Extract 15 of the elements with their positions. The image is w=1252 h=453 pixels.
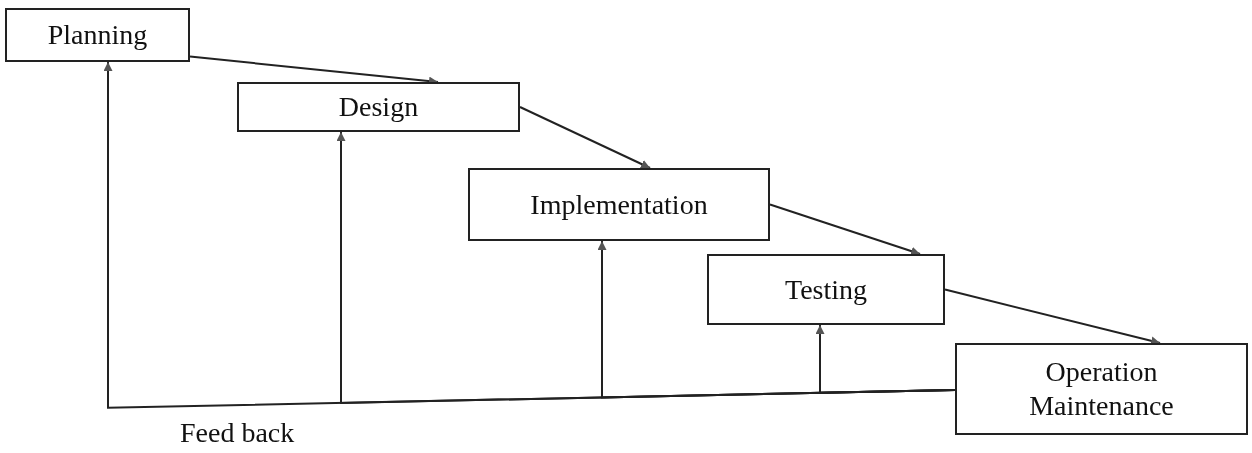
process-box [707, 254, 945, 325]
arrow [769, 203, 921, 256]
process-box [237, 82, 520, 132]
step-label: Implementation [530, 187, 708, 222]
process-box [468, 168, 770, 241]
step-label: Operation Maintenance [1028, 355, 1175, 423]
process-box [955, 343, 1248, 435]
note-label: Feed back [180, 417, 295, 449]
step-label: Testing [785, 272, 867, 307]
step-label: Planning [47, 18, 148, 52]
process-box [5, 8, 190, 62]
feedback-arrow [815, 324, 956, 394]
step-label: Design [338, 90, 419, 124]
arrow [519, 106, 651, 169]
arrow [944, 288, 1161, 346]
